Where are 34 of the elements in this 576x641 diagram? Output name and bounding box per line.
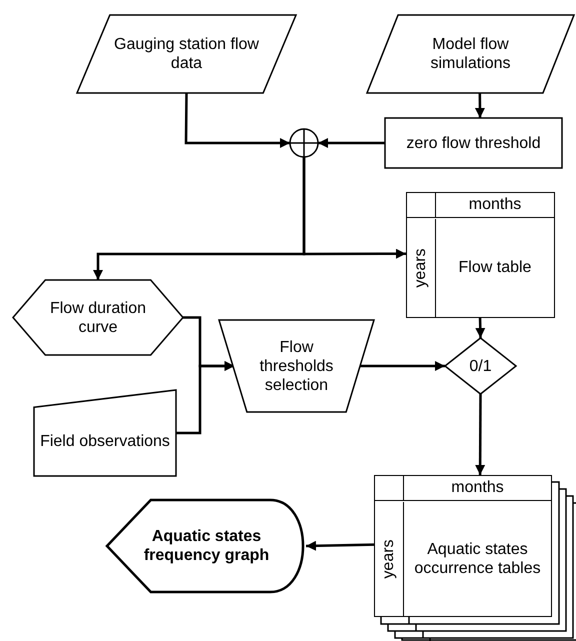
process-box — [385, 118, 562, 168]
arrow — [318, 138, 385, 148]
manual-operation-trapezoid — [219, 320, 374, 412]
data-parallelogram — [367, 15, 574, 93]
node-label: Flow thresholds selection — [258, 338, 334, 394]
display-shape — [107, 500, 306, 592]
node-label: zero flow threshold — [406, 134, 541, 152]
arrow — [358, 361, 445, 371]
arrow — [474, 92, 485, 118]
manual-input-shape — [34, 390, 176, 476]
node-label: Field observations — [40, 432, 170, 450]
data-parallelogram — [77, 15, 296, 93]
arrow — [176, 361, 234, 434]
column-header: months — [435, 193, 554, 218]
summing-junction — [290, 129, 318, 157]
row-header: years — [380, 539, 398, 578]
node-label: Flow duration curve — [48, 298, 148, 336]
node-label: Model flow simulations — [429, 35, 512, 73]
arrow — [306, 540, 374, 551]
column-header: months — [403, 476, 551, 501]
data-table — [406, 192, 555, 318]
data-table — [374, 475, 552, 617]
arrow — [302, 157, 406, 259]
node-label: Gauging station flow data — [113, 35, 260, 73]
node-label: 0/1 — [469, 356, 492, 376]
node-label: Aquatic states frequency graph — [142, 527, 270, 565]
table-title: Flow table — [458, 258, 532, 278]
row-header: years — [412, 248, 430, 288]
arrow — [184, 92, 290, 148]
preparation-hexagon — [13, 280, 183, 355]
table-title: Aquatic states occurrence tables — [413, 540, 542, 578]
arrow — [475, 318, 486, 338]
decision-diamond — [445, 338, 516, 394]
arrow — [475, 394, 486, 475]
